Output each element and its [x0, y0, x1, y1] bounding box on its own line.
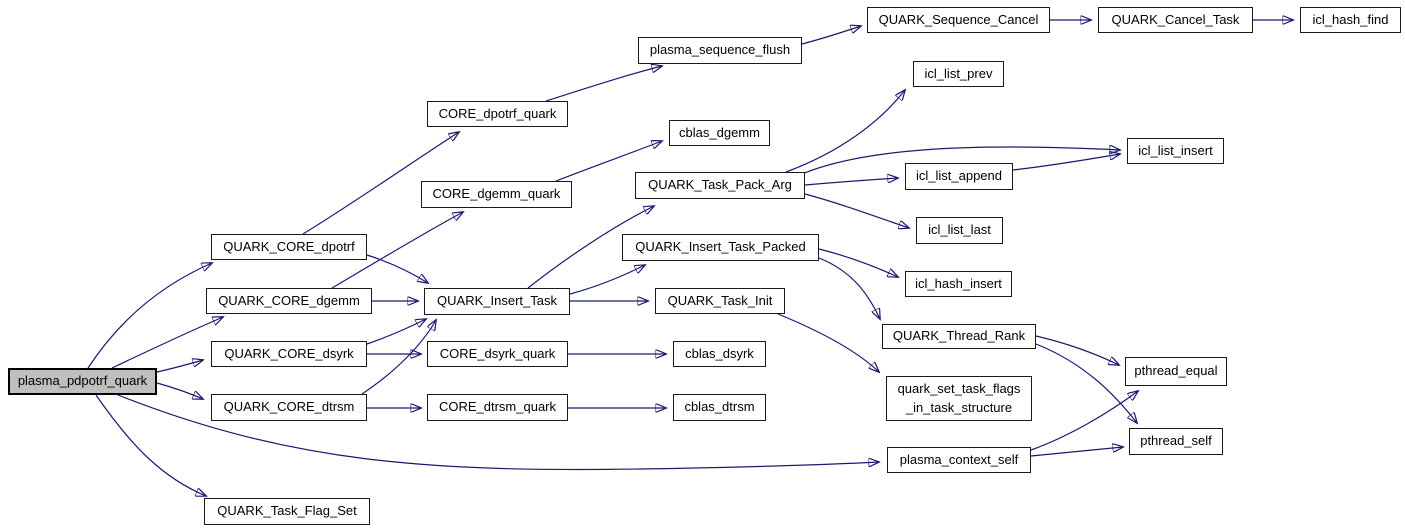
edge-QUARK_Task_Pack_Arg-icl_list_last: [804, 193, 909, 228]
node-icl-hash-find[interactable]: icl_hash_find: [1300, 7, 1401, 33]
edge-QUARK_CORE_dsyrk-QUARK_Insert_Task: [366, 319, 426, 345]
node-quark-thread-rank[interactable]: QUARK_Thread_Rank: [882, 324, 1036, 349]
node-icl-list-insert[interactable]: icl_list_insert: [1127, 138, 1224, 164]
edge-QUARK_Insert_Task_Packed-QUARK_Thread_Rank: [818, 257, 880, 319]
edge-QUARK_Thread_Rank-pthread_self: [1035, 343, 1137, 423]
edge-plasma_pdpotrf_quark-QUARK_CORE_dtrsm: [156, 382, 203, 399]
edge-icl_list_append-icl_list_insert: [1012, 154, 1120, 171]
node-icl-list-last[interactable]: icl_list_last: [916, 217, 1003, 244]
node-icl-hash-insert[interactable]: icl_hash_insert: [905, 271, 1012, 297]
node-quark-core-dgemm[interactable]: QUARK_CORE_dgemm: [206, 288, 372, 314]
node-icl-list-prev[interactable]: icl_list_prev: [913, 61, 1004, 87]
node-core-dpotrf-quark[interactable]: CORE_dpotrf_quark: [427, 101, 568, 127]
edge-QUARK_CORE_dpotrf-CORE_dpotrf_quark: [302, 132, 459, 235]
edge-plasma_pdpotrf_quark-QUARK_CORE_dpotrf: [87, 263, 212, 369]
edge-plasma_pdpotrf_quark-plasma_context_self: [117, 394, 879, 471]
node-cblas-dsyrk[interactable]: cblas_dsyrk: [673, 341, 766, 367]
edge-CORE_dpotrf_quark-plasma_sequence_flush: [545, 66, 662, 102]
edge-QUARK_Task_Init-quark_set_task_flags_in_task_structure: [777, 313, 879, 372]
node-quark-core-dsyrk[interactable]: QUARK_CORE_dsyrk: [211, 341, 367, 367]
node-quark-core-dpotrf[interactable]: QUARK_CORE_dpotrf: [211, 234, 367, 260]
node-icl-list-append[interactable]: icl_list_append: [905, 163, 1013, 190]
edge-QUARK_CORE_dtrsm-QUARK_Insert_Task: [361, 320, 436, 395]
edge-QUARK_Task_Pack_Arg-icl_list_insert: [801, 147, 1120, 175]
edge-plasma_sequence_flush-QUARK_Sequence_Cancel: [801, 26, 861, 45]
node-quark-insert-task-packed[interactable]: QUARK_Insert_Task_Packed: [622, 234, 819, 261]
edge-QUARK_Task_Pack_Arg-icl_list_prev: [785, 90, 905, 173]
edge-QUARK_Insert_Task-QUARK_Task_Pack_Arg: [527, 206, 654, 289]
node-quark-set-task-flags-in-task-structure[interactable]: quark_set_task_flags _in_task_structure: [886, 376, 1032, 421]
node-cblas-dgemm[interactable]: cblas_dgemm: [669, 120, 770, 146]
edge-CORE_dgemm_quark-cblas_dgemm: [555, 141, 662, 182]
node-cblas-dtrsm[interactable]: cblas_dtrsm: [673, 394, 766, 421]
node-core-dtrsm-quark[interactable]: CORE_dtrsm_quark: [427, 394, 568, 421]
node-core-dgemm-quark[interactable]: CORE_dgemm_quark: [421, 181, 572, 208]
edge-QUARK_Thread_Rank-pthread_equal: [1035, 335, 1119, 365]
node-quark-insert-task[interactable]: QUARK_Insert_Task: [424, 288, 570, 315]
node-plasma-context-self[interactable]: plasma_context_self: [887, 447, 1031, 473]
edge-QUARK_CORE_dpotrf-QUARK_Insert_Task: [366, 254, 428, 283]
node-pthread-equal[interactable]: pthread_equal: [1125, 357, 1227, 386]
node-quark-core-dtrsm[interactable]: QUARK_CORE_dtrsm: [211, 394, 367, 421]
edge-plasma_pdpotrf_quark-QUARK_CORE_dsyrk: [156, 360, 203, 373]
edge-QUARK_CORE_dgemm-CORE_dgemm_quark: [331, 212, 463, 289]
node-quark-task-flag-set[interactable]: QUARK_Task_Flag_Set: [204, 498, 370, 525]
edge-plasma_pdpotrf_quark-QUARK_Task_Flag_Set: [95, 394, 206, 496]
node-quark-sequence-cancel[interactable]: QUARK_Sequence_Cancel: [867, 7, 1050, 33]
edge-plasma_pdpotrf_quark-QUARK_CORE_dgemm: [111, 317, 223, 369]
edge-plasma_context_self-pthread_equal: [1030, 391, 1138, 451]
node-quark-cancel-task[interactable]: QUARK_Cancel_Task: [1098, 7, 1253, 33]
node-quark-task-init[interactable]: QUARK_Task_Init: [655, 288, 785, 314]
node-plasma-pdpotrf-quark[interactable]: plasma_pdpotrf_quark: [8, 368, 157, 395]
edge-plasma_context_self-pthread_self: [1030, 447, 1123, 457]
edge-QUARK_Insert_Task_Packed-icl_hash_insert: [818, 248, 898, 277]
node-quark-task-pack-arg[interactable]: QUARK_Task_Pack_Arg: [635, 172, 805, 199]
node-plasma-sequence-flush[interactable]: plasma_sequence_flush: [638, 37, 802, 64]
edge-QUARK_Task_Pack_Arg-icl_list_append: [804, 178, 898, 186]
node-core-dsyrk-quark[interactable]: CORE_dsyrk_quark: [427, 341, 568, 367]
edge-QUARK_Insert_Task-QUARK_Insert_Task_Packed: [569, 265, 645, 295]
node-pthread-self[interactable]: pthread_self: [1129, 428, 1223, 455]
